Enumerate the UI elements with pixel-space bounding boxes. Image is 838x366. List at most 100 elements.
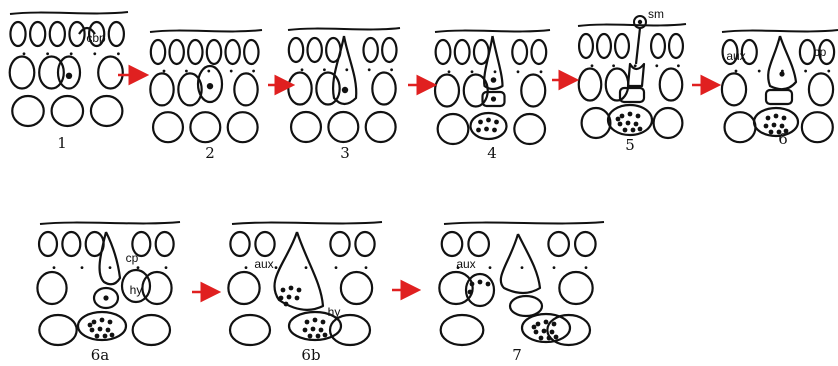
- panel-number: 3: [340, 144, 350, 162]
- nucleus-dot: [532, 325, 537, 330]
- intercellular-dot: [735, 70, 738, 73]
- intercellular-dot: [489, 266, 492, 269]
- epidermal-cell: [436, 40, 451, 64]
- cortical-cell: [190, 112, 220, 142]
- nucleus-dot: [491, 96, 496, 101]
- intercellular-dot: [207, 70, 210, 73]
- intercellular-dot: [471, 70, 474, 73]
- epidermal-cell: [531, 40, 546, 64]
- nucleus-dot: [468, 290, 473, 295]
- nucleus-dot: [494, 120, 499, 125]
- cortical-cell: [39, 315, 76, 345]
- nucleus-dot: [305, 320, 310, 325]
- intercellular-dot: [448, 70, 451, 73]
- label-sm: sm: [648, 7, 664, 21]
- intercellular-dot: [301, 68, 304, 71]
- cortical-cell: [722, 73, 746, 105]
- intercellular-dot: [368, 68, 371, 71]
- nucleus-dot: [620, 114, 625, 119]
- cortical-cell: [230, 315, 270, 345]
- intercellular-dot: [494, 70, 497, 73]
- cortical-cell: [438, 114, 469, 144]
- nucleus-dot: [534, 330, 539, 335]
- epidermal-cell: [39, 232, 57, 256]
- nucleus-dot: [554, 335, 559, 340]
- nucleus-dot: [631, 128, 636, 133]
- cortical-cell: [341, 272, 372, 304]
- epidermal-cell: [330, 232, 349, 256]
- nucleus-dot: [110, 333, 115, 338]
- nucleus-dot: [769, 130, 774, 135]
- intercellular-dot: [53, 266, 56, 269]
- epidermal-cell: [363, 38, 377, 62]
- epidermal-cell: [109, 22, 124, 46]
- label-aux: aux: [456, 257, 475, 271]
- intercellular-dot: [46, 52, 49, 55]
- panel-p6a: cp hy 6a: [37, 222, 180, 364]
- intercellular-dot: [591, 64, 594, 67]
- panel-p7: aux7: [439, 222, 604, 364]
- nucleus-dot: [303, 328, 308, 333]
- panel-number: 6b: [301, 346, 320, 364]
- nucleus-dot: [289, 286, 294, 291]
- cell-wall: [628, 64, 644, 86]
- cortical-cell: [234, 73, 257, 105]
- epidermal-cell: [800, 40, 815, 64]
- cortical-cell: [98, 57, 123, 89]
- nucleus-dot: [316, 334, 321, 339]
- surface-line: [435, 30, 550, 32]
- initial-cell: [58, 57, 80, 89]
- label-hy: hy: [130, 283, 143, 297]
- nucleus-dot: [476, 128, 481, 133]
- intercellular-dot: [230, 70, 233, 73]
- multinucleate-cell: [522, 314, 570, 342]
- panel-number: 5: [625, 136, 635, 154]
- epidermal-cell: [289, 38, 303, 62]
- intercellular-dot: [93, 52, 96, 55]
- epidermal-cell: [307, 38, 321, 62]
- epidermal-cell: [244, 40, 258, 64]
- epidermal-cell: [512, 40, 527, 64]
- epidermal-cell: [151, 40, 165, 64]
- nucleus-dot: [297, 288, 302, 293]
- intercellular-dot: [655, 64, 658, 67]
- nucleus-dot: [311, 327, 316, 332]
- surface-line: [444, 222, 604, 224]
- nucleus-dot: [90, 328, 95, 333]
- daughter-cell: [620, 88, 644, 102]
- nucleus-dot: [308, 334, 313, 339]
- nucleus-dot: [95, 334, 100, 339]
- nucleus-dot: [103, 295, 108, 300]
- nucleus-dot: [287, 295, 292, 300]
- cortical-cell: [579, 69, 602, 101]
- cortical-cell: [133, 315, 170, 345]
- nucleus-dot: [764, 124, 769, 129]
- nucleus-dot: [634, 122, 639, 127]
- nucleus-dot: [780, 124, 785, 129]
- cortical-cell: [228, 112, 258, 142]
- intercellular-dot: [390, 68, 393, 71]
- epidermal-cell: [442, 232, 463, 256]
- nucleus-dot: [618, 122, 623, 127]
- multinucleate-cell: [78, 312, 126, 340]
- intercellular-dot: [81, 266, 84, 269]
- label-cp: cp: [126, 251, 139, 265]
- multinucleate-cell: [754, 108, 798, 136]
- panel-p5: sm 5: [578, 7, 686, 154]
- intercellular-dot: [245, 266, 248, 269]
- intercellular-dot: [827, 70, 830, 73]
- panel-p6: auxcp6: [722, 30, 838, 148]
- panel-number: 6a: [91, 346, 110, 364]
- epidermal-cell: [69, 22, 84, 46]
- nucleus-dot: [542, 329, 547, 334]
- panel-number: 6: [778, 130, 788, 148]
- nucleus-dot: [552, 322, 557, 327]
- epidermal-cell: [30, 22, 45, 46]
- daughter-cell: [766, 90, 792, 104]
- cortical-cell: [291, 112, 321, 142]
- nucleus-dot: [766, 116, 771, 121]
- epidermal-cell: [382, 38, 396, 62]
- epidermal-cell: [575, 232, 596, 256]
